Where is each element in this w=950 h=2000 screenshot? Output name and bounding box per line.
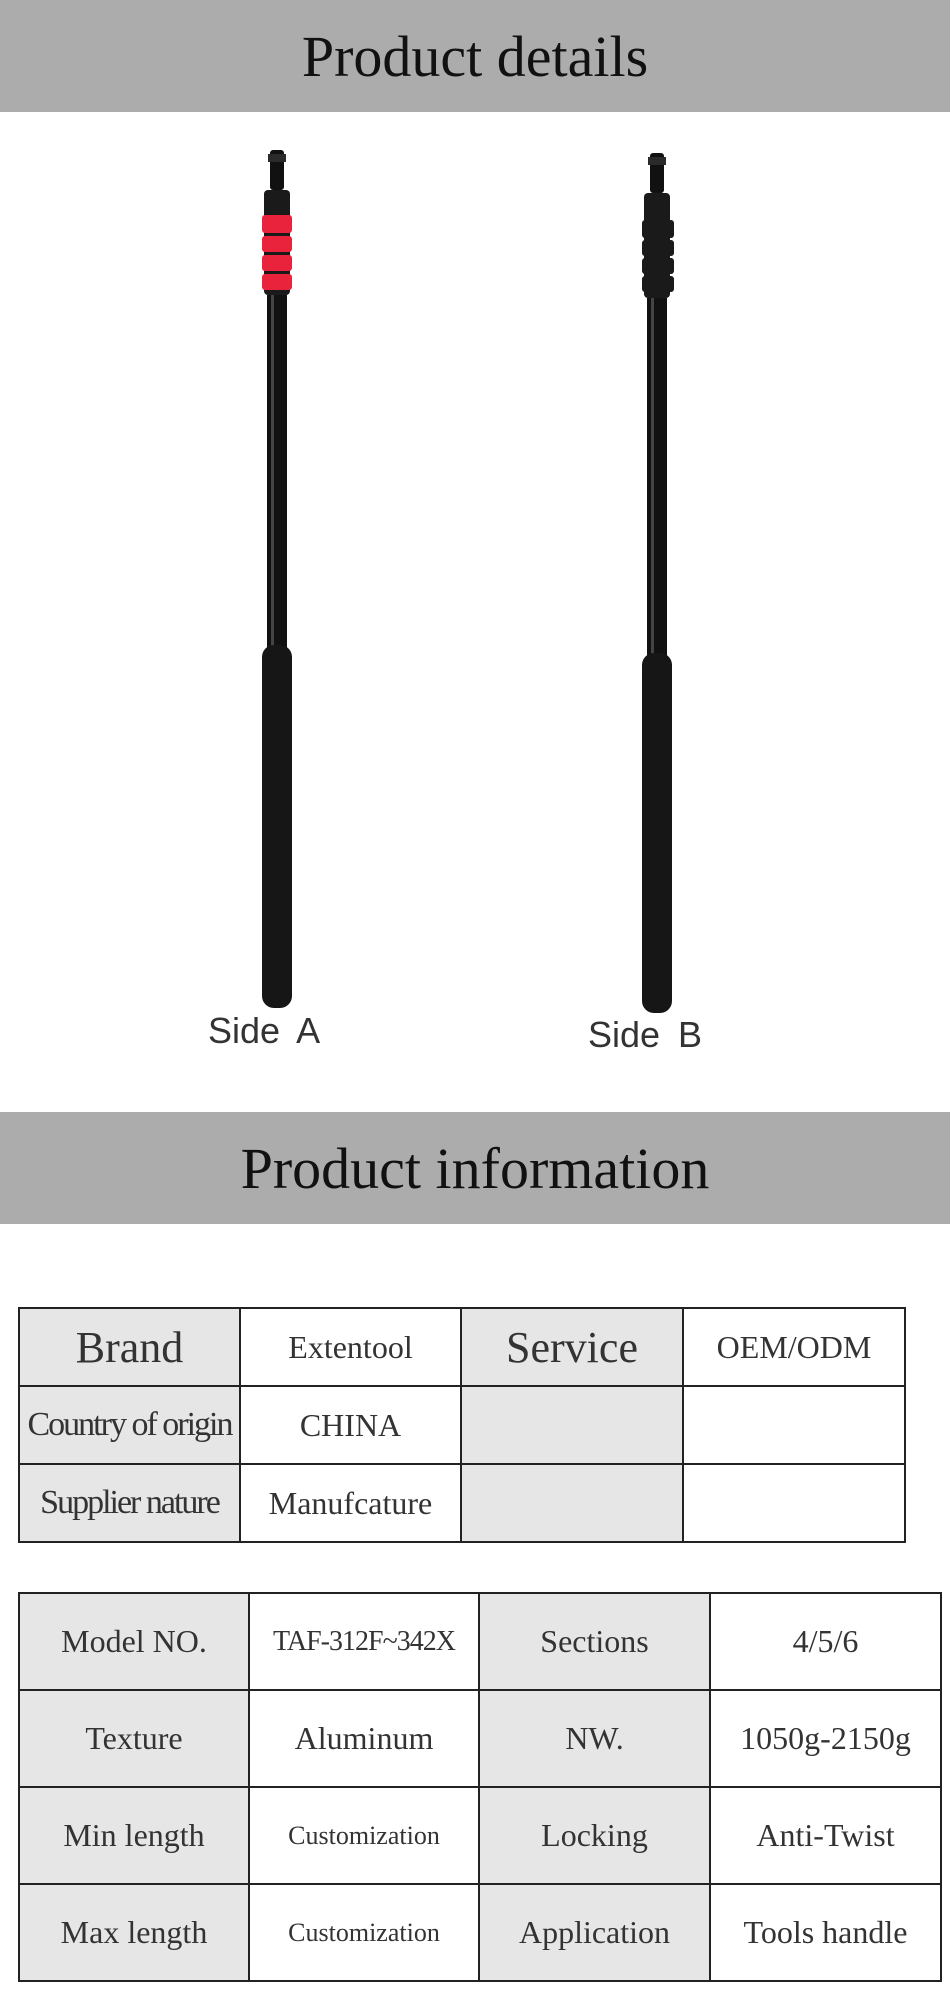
table-cell [460, 1385, 684, 1465]
table-cell: Texture [18, 1689, 250, 1788]
table-cell: Service [460, 1307, 684, 1387]
table-row: Supplier nature Manufcature [18, 1463, 906, 1543]
lock-clamp-2 [642, 240, 674, 256]
table-cell [682, 1385, 906, 1465]
lock-clamp-1 [262, 215, 292, 233]
table-cell: Application [478, 1883, 711, 1982]
lock-clamp-4 [262, 274, 292, 290]
pole-side-b-image [642, 153, 674, 1013]
basic-info-table: Brand Extentool Service OEM/ODM Country … [18, 1307, 906, 1543]
table-cell: Manufcature [239, 1463, 462, 1543]
specification-table: Model NO. TAF-312F~342X Sections 4/5/6 T… [18, 1592, 942, 1982]
table-cell: Country of origin [18, 1385, 241, 1465]
table-cell: Anti-Twist [709, 1786, 942, 1885]
table-cell: 4/5/6 [709, 1592, 942, 1691]
lock-clamp-4 [642, 276, 674, 292]
table-cell: CHINA [239, 1385, 462, 1465]
table-cell: Locking [478, 1786, 711, 1885]
table-cell: TAF-312F~342X [248, 1592, 480, 1691]
table-cell: NW. [478, 1689, 711, 1788]
table-cell [682, 1463, 906, 1543]
table-row: Model NO. TAF-312F~342X Sections 4/5/6 [18, 1592, 942, 1691]
table-cell: Customization [248, 1883, 480, 1982]
product-details-title: Product details [301, 23, 649, 89]
table-cell: Extentool [239, 1307, 462, 1387]
table-cell: Aluminum [248, 1689, 480, 1788]
table-row: Texture Aluminum NW. 1050g-2150g [18, 1689, 942, 1788]
table-cell: Brand [18, 1307, 241, 1387]
side-b-label: Side B [588, 1014, 703, 1055]
table-cell: Customization [248, 1786, 480, 1885]
lock-clamp-1 [642, 220, 674, 238]
lock-clamp-3 [262, 255, 292, 271]
lock-clamp-2 [262, 236, 292, 252]
table-row: Brand Extentool Service OEM/ODM [18, 1307, 906, 1387]
table-row: Country of origin CHINA [18, 1385, 906, 1465]
side-a-label: Side A [208, 1010, 321, 1051]
table-row: Min length Customization Locking Anti-Tw… [18, 1786, 942, 1885]
pole-side-a-image [262, 150, 292, 1008]
table-cell: Supplier nature [18, 1463, 241, 1543]
product-information-banner: Product information [0, 1112, 950, 1224]
table-cell [460, 1463, 684, 1543]
table-cell: Sections [478, 1592, 711, 1691]
table-cell: Min length [18, 1786, 250, 1885]
product-details-banner: Product details [0, 0, 950, 112]
table-cell: Model NO. [18, 1592, 250, 1691]
table-cell: Tools handle [709, 1883, 942, 1982]
table-row: Max length Customization Application Too… [18, 1883, 942, 1982]
table-cell: Max length [18, 1883, 250, 1982]
table-cell: OEM/ODM [682, 1307, 906, 1387]
lock-clamp-3 [642, 258, 674, 274]
table-cell: 1050g-2150g [709, 1689, 942, 1788]
product-information-title: Product information [240, 1135, 710, 1201]
